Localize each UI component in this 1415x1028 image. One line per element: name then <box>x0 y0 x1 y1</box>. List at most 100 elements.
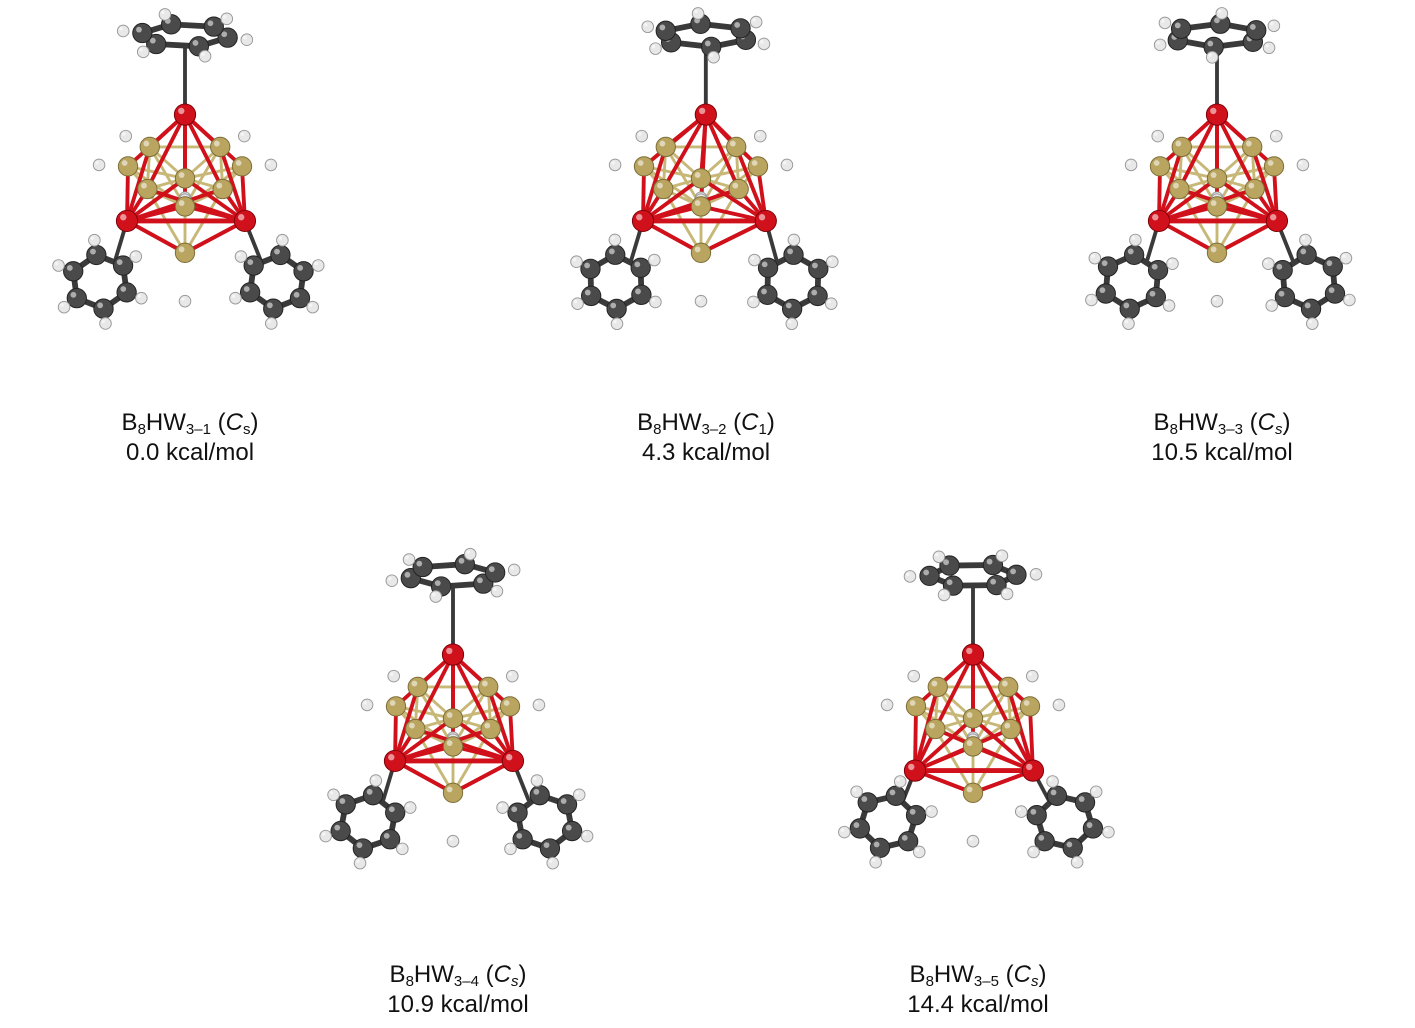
carbon-atom <box>1095 283 1116 304</box>
carbon-atom <box>352 838 373 859</box>
boron-atom <box>927 676 948 698</box>
boron-atom <box>1169 178 1190 200</box>
boron-atom <box>1206 168 1228 189</box>
hydrogen-atom <box>757 37 771 51</box>
hydrogen-atom <box>570 255 583 269</box>
hydrogen-atom <box>276 233 289 247</box>
carbon-atom <box>86 244 107 266</box>
hydrogen-atom <box>932 550 946 564</box>
boron-atom <box>1206 196 1228 217</box>
hydrogen-atom <box>546 856 560 870</box>
hydrogen-atom <box>1129 233 1142 247</box>
formula-1: B8HW3–1 (Cs) <box>121 409 259 438</box>
hydrogen-atom <box>880 698 894 712</box>
hydrogen-atom <box>88 233 101 247</box>
boron-atom <box>962 736 984 757</box>
boron-atom <box>212 178 233 200</box>
tungsten-atom <box>961 643 985 666</box>
caption-3: B8HW3–3 (Cs) 10.5 kcal/mol <box>1072 408 1372 468</box>
hydrogen-atom <box>360 698 374 712</box>
boron-atom <box>962 782 984 803</box>
hydrogen-atom <box>1339 251 1353 265</box>
hydrogen-atom <box>135 291 148 305</box>
hydrogen-atom <box>649 42 662 55</box>
hydrogen-atom <box>1025 669 1039 683</box>
hydrogen-atom <box>649 295 662 309</box>
hydrogen-atom <box>748 253 761 267</box>
carbon-atom <box>630 257 651 278</box>
hydrogen-atom <box>753 129 767 143</box>
hydrogen-atom <box>1305 317 1319 330</box>
hydrogen-atom <box>1215 7 1229 20</box>
hydrogen-atom <box>1343 293 1356 307</box>
carbon-atom <box>1322 256 1343 277</box>
boron-atom <box>690 168 712 189</box>
hydrogen-atom <box>319 829 332 843</box>
hydrogen-atom <box>505 669 519 683</box>
tungsten-atom <box>441 643 465 666</box>
carbon-atom <box>631 284 652 305</box>
carbon-atom <box>116 282 137 303</box>
hydrogen-atom <box>496 801 509 814</box>
carbon-atom <box>66 288 87 309</box>
boron-atom <box>442 708 464 729</box>
hydrogen-atom <box>1262 41 1276 55</box>
hydrogen-atom <box>966 834 980 848</box>
hydrogen-atom <box>648 253 661 267</box>
hydrogen-atom <box>385 574 399 588</box>
boron-atom <box>117 156 139 177</box>
tungsten-atom <box>1265 209 1289 233</box>
hydrogen-atom <box>1014 805 1028 818</box>
hydrogen-atom <box>825 255 839 269</box>
hydrogen-atom <box>824 297 838 310</box>
hydrogen-atom <box>229 291 242 305</box>
hydrogen-atom <box>490 584 504 598</box>
hydrogen-atom <box>1151 129 1165 143</box>
hydrogen-atom <box>925 805 938 818</box>
carbon-atom <box>263 298 284 319</box>
hydrogen-atom <box>369 774 383 787</box>
hydrogen-atom <box>1166 257 1179 270</box>
boron-atom <box>690 242 712 263</box>
tungsten-atom <box>694 103 717 126</box>
boron-atom <box>1206 242 1228 263</box>
carbon-atom <box>919 565 940 587</box>
carbon-atom <box>539 838 561 859</box>
hydrogen-atom <box>694 294 708 308</box>
hydrogen-atom <box>1088 251 1102 265</box>
boron-atom <box>174 168 196 189</box>
hydrogen-atom <box>995 549 1009 563</box>
boron-atom <box>407 676 428 698</box>
hydrogen-atom <box>1046 775 1059 788</box>
hydrogen-atom <box>610 317 624 331</box>
energy-4: 10.9 kcal/mol <box>387 991 529 1018</box>
boron-atom <box>1242 136 1263 158</box>
hydrogen-atom <box>903 570 917 583</box>
boron-atom <box>655 136 676 158</box>
hydrogen-atom <box>1296 158 1310 172</box>
carbon-atom <box>783 244 804 265</box>
hydrogen-atom <box>119 129 133 143</box>
hydrogen-atom <box>572 788 586 802</box>
hydrogen-atom <box>1052 698 1066 712</box>
energy-1: 0.0 kcal/mol <box>125 439 255 466</box>
molecule-5 <box>838 549 1115 869</box>
hydrogen-atom <box>136 45 150 59</box>
boron-atom <box>174 242 196 263</box>
boron-atom <box>747 156 769 177</box>
hydrogen-atom <box>1158 16 1172 30</box>
molecule-4 <box>319 547 594 870</box>
boron-atom <box>962 708 984 729</box>
carbon-atom <box>1119 298 1140 319</box>
boron-atom <box>1263 156 1285 177</box>
hydrogen-atom <box>264 158 278 172</box>
hydrogen-atom <box>580 829 594 843</box>
carbon-atom <box>112 255 134 276</box>
carbon-atom <box>1097 256 1119 277</box>
hydrogen-atom <box>402 553 416 566</box>
hydrogen-atom <box>237 129 251 143</box>
boron-atom <box>442 736 464 757</box>
molecule-2 <box>570 7 839 331</box>
carbon-atom <box>1082 818 1104 839</box>
tungsten-atom <box>233 209 257 233</box>
